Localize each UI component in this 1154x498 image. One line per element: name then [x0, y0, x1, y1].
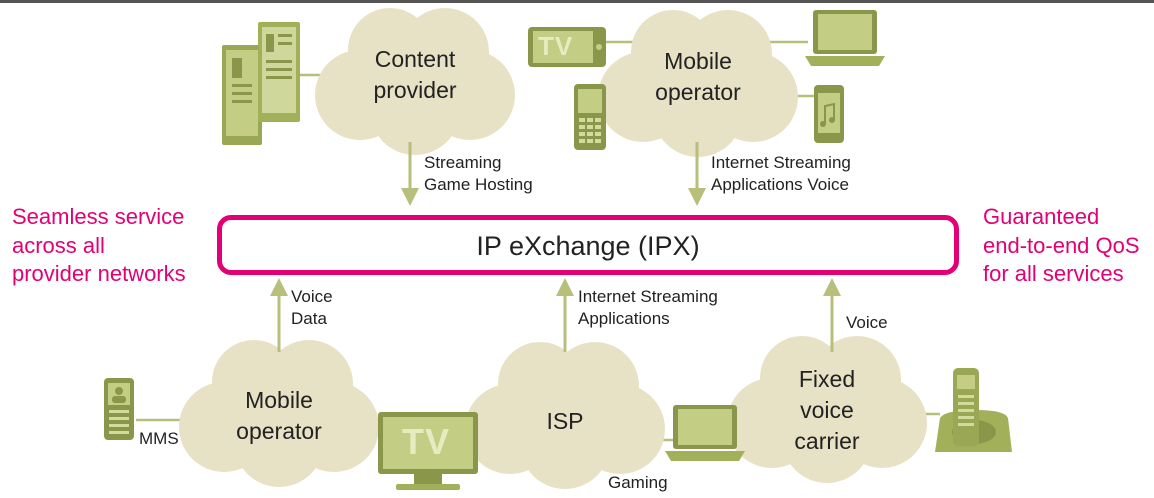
device-label-gaming: Gaming [608, 473, 668, 492]
flow-label-content-down: Streaming Game Hosting [424, 153, 533, 195]
flow-label-mobile-up: Voice Data [291, 287, 333, 329]
device-label-mms: MMS [139, 429, 179, 448]
cloud-label-mobile-operator-bottom: Mobile operator [236, 387, 322, 445]
arrow-fixed-up [823, 278, 841, 352]
flow-label-mobile-down: Internet Streaming Applications Voice [711, 153, 851, 195]
server-icon [222, 22, 300, 145]
cloud-label-isp: ISP [546, 408, 584, 434]
laptop-icon-gaming [665, 405, 745, 461]
cloud-label-content-provider: Content provider [373, 46, 457, 104]
side-text-right: Guaranteed end-to-end QoS for all servic… [983, 204, 1140, 287]
music-player-icon [814, 85, 844, 143]
mobile-phone-icon [574, 84, 606, 150]
ipx-hub: IP eXchange (IPX) [217, 215, 959, 275]
tv-screen-label-top: TV [538, 31, 574, 61]
arrow-isp-up [556, 278, 574, 352]
cloud-label-mobile-operator-top: Mobile operator [655, 48, 741, 106]
tv-icon [528, 27, 606, 67]
cloud-label-fixed-voice-carrier: Fixed voice carrier [794, 366, 860, 455]
arrow-content-down [401, 142, 419, 206]
mobile-phone-icon-mms [104, 378, 134, 440]
arrow-mobile-up [270, 278, 288, 352]
side-text-left: Seamless service across all provider net… [12, 204, 186, 287]
flow-label-fixed-up: Voice [846, 313, 888, 332]
top-rule [0, 0, 1154, 3]
cordless-phone-icon [935, 368, 1012, 452]
tv-screen-label-bottom: TV [402, 421, 451, 462]
arrow-mobile-down [688, 142, 706, 206]
ipx-hub-label: IP eXchange (IPX) [476, 231, 700, 261]
flow-label-isp-up: Internet Streaming Applications [578, 287, 718, 329]
laptop-icon [805, 10, 885, 66]
